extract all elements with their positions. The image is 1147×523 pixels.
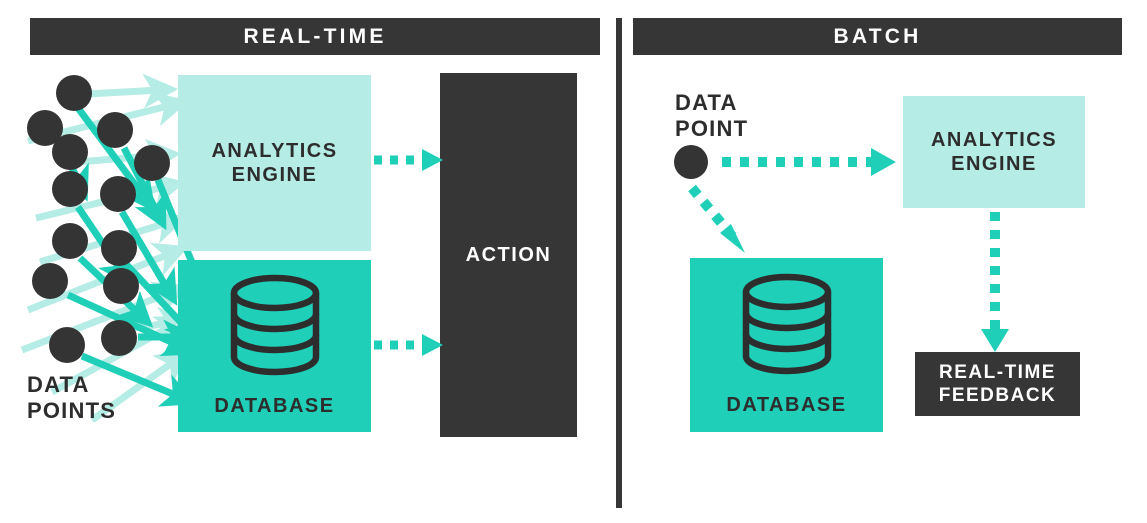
panel-header-real-time-label: REAL-TIME bbox=[243, 24, 387, 48]
database-cylinder-icon bbox=[227, 273, 323, 382]
batch-data-point-dot bbox=[674, 145, 708, 179]
panel-header-real-time: REAL-TIME bbox=[30, 18, 600, 55]
data-point-dot bbox=[101, 230, 137, 266]
arrow-dotted-icon bbox=[722, 148, 896, 176]
arrow-dotted-icon bbox=[688, 184, 745, 253]
data-point-dot bbox=[52, 171, 88, 207]
right-analytics-engine-label: ANALYTICS ENGINE bbox=[930, 128, 1058, 175]
left-database-label: DATABASE bbox=[214, 395, 335, 418]
right-database-label: DATABASE bbox=[726, 394, 847, 417]
left-database-box[interactable]: DATABASE bbox=[178, 260, 371, 432]
data-point-dot bbox=[49, 327, 85, 363]
arrow-dotted-icon bbox=[981, 212, 1009, 352]
data-point-dot bbox=[134, 145, 170, 181]
data-point-dot bbox=[56, 75, 92, 111]
data-point-dot bbox=[101, 320, 137, 356]
right-analytics-engine-box[interactable]: ANALYTICS ENGINE bbox=[903, 96, 1085, 208]
data-point-dot bbox=[103, 268, 139, 304]
database-cylinder-icon bbox=[739, 272, 835, 381]
action-label: ACTION bbox=[465, 243, 552, 266]
data-points-label: DATA POINTS bbox=[27, 372, 117, 423]
data-point-dot bbox=[100, 176, 136, 212]
action-box[interactable]: ACTION bbox=[440, 73, 577, 437]
right-database-box[interactable]: DATABASE bbox=[690, 258, 883, 432]
panel-header-batch: BATCH bbox=[633, 18, 1122, 55]
real-time-feedback-label: REAL-TIME FEEDBACK bbox=[938, 361, 1057, 406]
panel-header-batch-label: BATCH bbox=[833, 24, 922, 48]
real-time-feedback-box[interactable]: REAL-TIME FEEDBACK bbox=[915, 352, 1080, 416]
data-point-dot bbox=[97, 112, 133, 148]
data-point-label: DATA POINT bbox=[675, 90, 749, 141]
left-analytics-engine-label: ANALYTICS ENGINE bbox=[211, 139, 338, 186]
panel-divider bbox=[616, 18, 622, 508]
data-point-dot bbox=[32, 263, 68, 299]
arrow-dotted-icon bbox=[374, 334, 443, 356]
left-analytics-engine-box[interactable]: ANALYTICS ENGINE bbox=[178, 75, 371, 251]
data-point-dot bbox=[52, 134, 88, 170]
data-point-dot bbox=[52, 223, 88, 259]
arrow-dotted-icon bbox=[374, 149, 443, 171]
